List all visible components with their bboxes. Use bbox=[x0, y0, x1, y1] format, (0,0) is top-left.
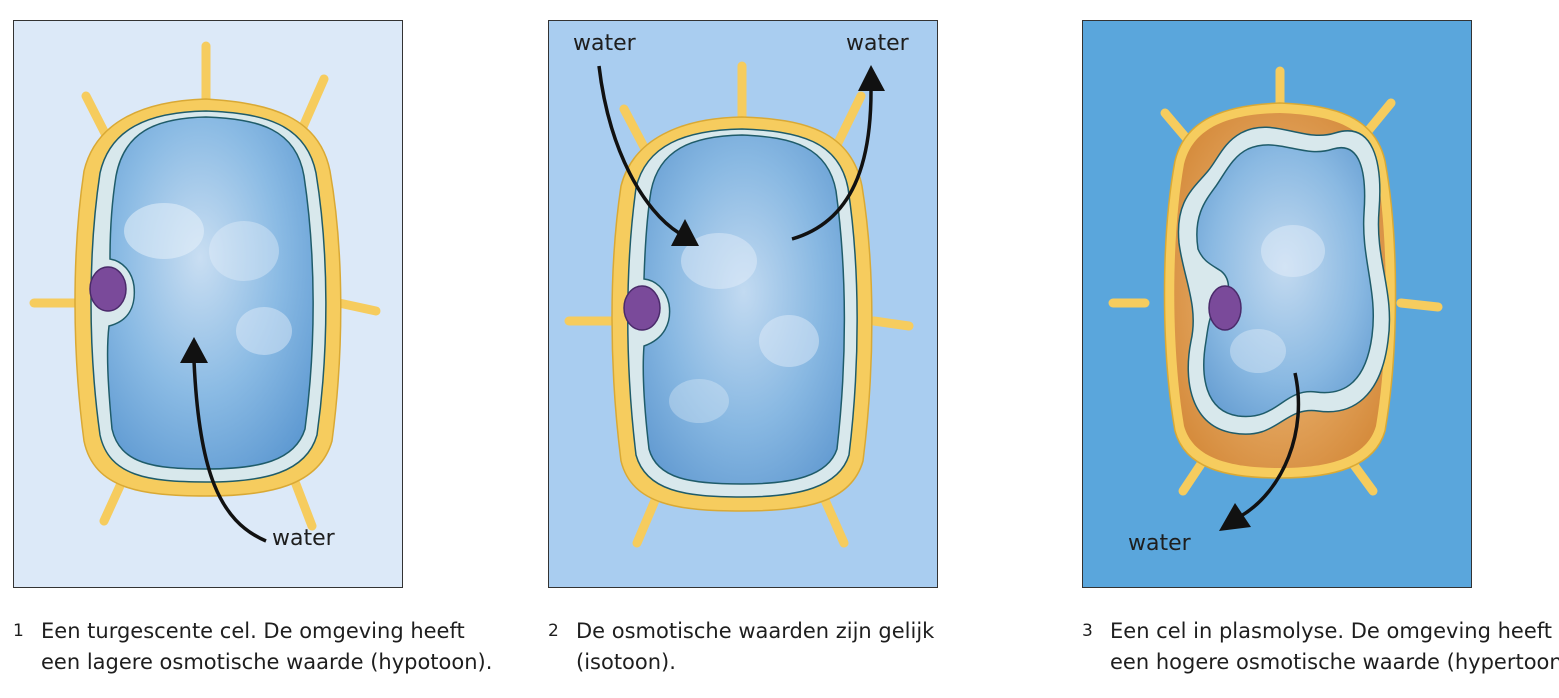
water-inflow-arrow bbox=[180, 337, 267, 543]
caption-text: Een cel in plasmolyse. De omgeving heeft… bbox=[1110, 616, 1559, 678]
caption-number: 3 bbox=[1082, 621, 1093, 641]
nucleus bbox=[89, 266, 127, 312]
water-outflow-arrow bbox=[1219, 372, 1301, 531]
caption-text: De osmotische waarden zijn gelijk (isoto… bbox=[576, 616, 934, 678]
cell-wall-extensions bbox=[1108, 66, 1443, 496]
caption-line: een lagere osmotische waarde (hypotoon). bbox=[41, 650, 493, 674]
water-inflow-arrow bbox=[597, 65, 699, 246]
caption-line: De osmotische waarden zijn gelijk bbox=[576, 619, 935, 643]
plasmolysis-cell-illustration bbox=[1083, 21, 1471, 587]
caption-line: een hogere osmotische waarde (hypertoon)… bbox=[1110, 650, 1559, 674]
caption-line: (isotoon). bbox=[576, 650, 676, 674]
water-outflow-arrow bbox=[791, 65, 885, 241]
nucleus bbox=[623, 285, 661, 331]
caption-number: 2 bbox=[548, 621, 559, 641]
water-label-in: water bbox=[573, 31, 636, 56]
water-label-out: water bbox=[846, 31, 909, 56]
panel-plasmolysis: water bbox=[1082, 20, 1472, 588]
caption-text: Een turgescente cel. De omgeving heeft e… bbox=[41, 616, 492, 678]
nucleus bbox=[1208, 285, 1242, 331]
vacuole bbox=[106, 116, 314, 470]
panel-isotonic: water water bbox=[548, 20, 938, 588]
water-label: water bbox=[1128, 531, 1191, 556]
turgescent-cell-illustration bbox=[14, 21, 402, 587]
water-label: water bbox=[272, 526, 335, 551]
vacuole bbox=[1196, 144, 1375, 418]
panel-turgescent: water bbox=[13, 20, 403, 588]
caption-number: 1 bbox=[13, 621, 24, 641]
caption-line: Een turgescente cel. De omgeving heeft bbox=[41, 619, 465, 643]
vacuole bbox=[642, 134, 846, 485]
caption-line: Een cel in plasmolyse. De omgeving heeft bbox=[1110, 619, 1553, 643]
isotonic-cell-illustration bbox=[549, 21, 937, 587]
